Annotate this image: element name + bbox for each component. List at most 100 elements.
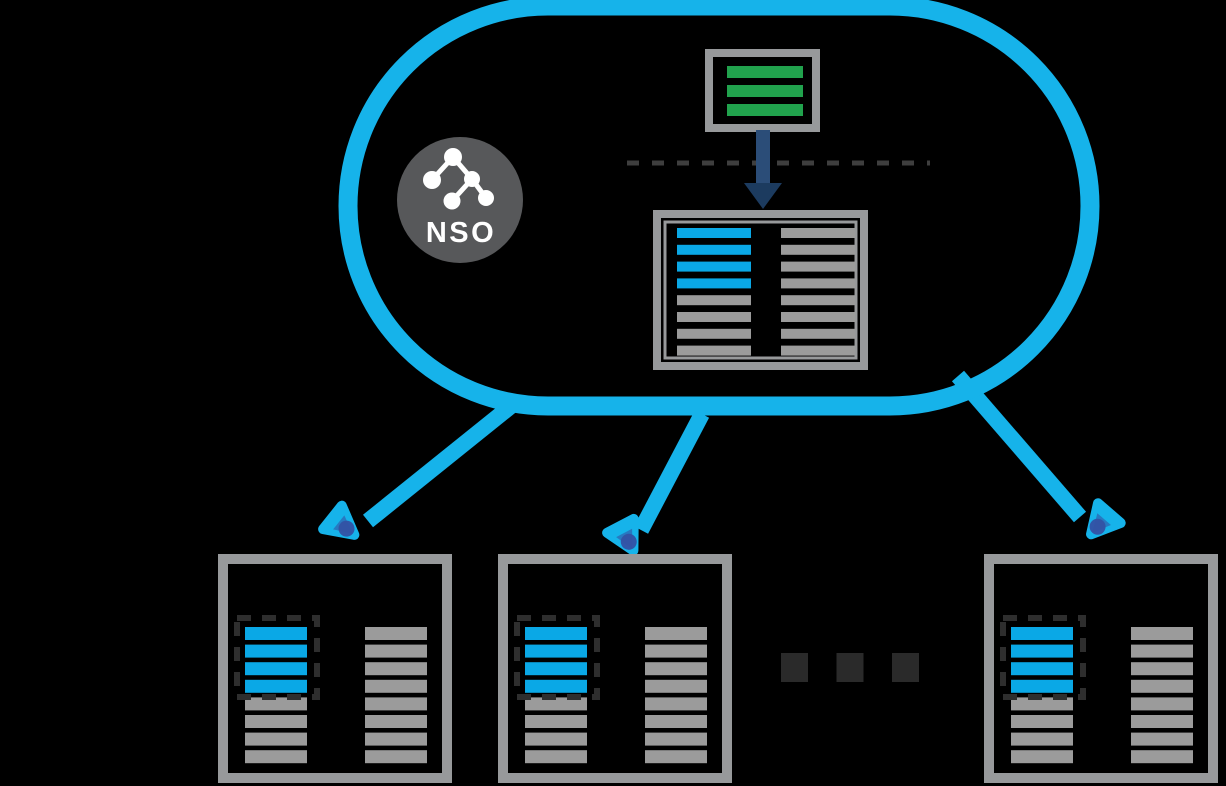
- arrow-shaft: [951, 370, 1087, 523]
- device-config-row: [365, 697, 427, 711]
- cdb-config-row: [781, 295, 855, 306]
- cdb-service-config-row: [677, 278, 751, 289]
- arrow-tip-accent2: [1092, 513, 1111, 533]
- arrow-nso-to-device-2: [602, 410, 710, 556]
- device-config-row: [645, 662, 707, 676]
- cdb-box: [653, 210, 868, 370]
- device-config-row: [365, 750, 427, 764]
- device-service-config-row: [525, 644, 587, 658]
- arrow-head: [602, 513, 639, 556]
- device-box-2: [498, 554, 732, 783]
- cdb-right-column: [781, 228, 855, 356]
- device-service-config-row: [245, 662, 307, 676]
- cdb-config-row: [781, 228, 855, 238]
- device-config-row: [1131, 644, 1193, 658]
- device-service-config-row: [1011, 644, 1073, 658]
- cdb-config-row: [781, 312, 855, 322]
- device-config-row: [525, 750, 587, 764]
- more-devices-ellipsis: [781, 653, 919, 682]
- arrow-tip-accent2: [616, 528, 633, 549]
- device-config-row: [1131, 697, 1193, 711]
- device-config-row: [365, 627, 427, 640]
- arrow-head: [318, 500, 360, 540]
- arrow-tip-accent2: [333, 515, 353, 534]
- device-service-config-row: [525, 627, 587, 640]
- cdb-config-row: [781, 328, 855, 339]
- ellipsis-dot: [892, 653, 919, 682]
- cdb-config-row: [677, 345, 751, 356]
- cdb-config-row: [781, 244, 855, 255]
- nso-label: NSO: [426, 217, 496, 249]
- device-config-row: [365, 644, 427, 658]
- device-config-row: [645, 644, 707, 658]
- device-service-config-row: [525, 662, 587, 676]
- device-config-row: [1131, 662, 1193, 676]
- device-config-row: [365, 662, 427, 676]
- device-config-row: [645, 715, 707, 728]
- cdb-service-config-row: [677, 261, 751, 272]
- arrow-head: [1086, 498, 1126, 540]
- cdb-body: [661, 218, 860, 362]
- device-config-row: [1131, 732, 1193, 746]
- cdb-service-config-row: [677, 228, 751, 238]
- arrow-nso-to-device-3: [951, 370, 1126, 540]
- device-service-config-row: [525, 679, 587, 693]
- deployed-service-outline: [1000, 615, 1086, 700]
- device-config-row: [525, 697, 587, 711]
- nso-boundary: [338, 0, 1100, 416]
- device-config-row: [1131, 679, 1193, 693]
- cdb-config-row: [781, 261, 855, 272]
- device-service-config-row: [1011, 662, 1073, 676]
- device-config-row: [245, 732, 307, 746]
- device-config-row: [645, 750, 707, 764]
- deployed-service-outline: [234, 615, 320, 700]
- device-config-row: [525, 715, 587, 728]
- device-config-row: [525, 732, 587, 746]
- device-config-row: [365, 732, 427, 746]
- device-service-config-row: [245, 679, 307, 693]
- ellipsis-dot: [781, 653, 808, 682]
- arrow-head-shape: [744, 183, 782, 209]
- device-config-row: [245, 697, 307, 711]
- device-config-row: [1131, 715, 1193, 728]
- cdb-service-config-row: [677, 244, 751, 255]
- device-service-config-row: [245, 627, 307, 640]
- arrow-shaft: [633, 410, 710, 534]
- service-model-row: [727, 85, 803, 97]
- service-model-row: [727, 66, 803, 78]
- device-config-row: [1011, 732, 1073, 746]
- devices-row: [218, 554, 1218, 783]
- device-config-row: [1131, 750, 1193, 764]
- device-config-row: [245, 750, 307, 764]
- device-config-row: [1011, 750, 1073, 764]
- service-model-row: [727, 104, 803, 116]
- device-config-row: [365, 715, 427, 728]
- service-model-box: [705, 49, 820, 132]
- deployed-service-outline: [514, 615, 600, 700]
- cdb-config-row: [781, 345, 855, 356]
- device-service-config-row: [245, 644, 307, 658]
- cdb-inner-frame: [663, 220, 858, 360]
- nso-logo-icon: NSO: [397, 137, 523, 263]
- device-config-row: [645, 679, 707, 693]
- arrow-service-to-cdb: [744, 130, 782, 209]
- device-config-row: [1011, 697, 1073, 711]
- device-config-row: [1011, 715, 1073, 728]
- network-tree-icon: [423, 148, 494, 210]
- device-config-row: [365, 679, 427, 693]
- device-config-row: [645, 732, 707, 746]
- device-config-row: [1131, 627, 1193, 640]
- arrow-nso-to-device-1: [318, 395, 522, 540]
- device-service-config-row: [1011, 627, 1073, 640]
- cdb-left-column: [677, 228, 751, 356]
- device-service-config-row: [1011, 679, 1073, 693]
- cdb-config-row: [677, 328, 751, 339]
- cdb-config-row: [677, 312, 751, 322]
- device-config-row: [645, 627, 707, 640]
- service-model-rows: [727, 66, 803, 116]
- device-box-3: [984, 554, 1218, 783]
- cdb-config-row: [677, 295, 751, 306]
- arrow-shaft: [362, 395, 522, 528]
